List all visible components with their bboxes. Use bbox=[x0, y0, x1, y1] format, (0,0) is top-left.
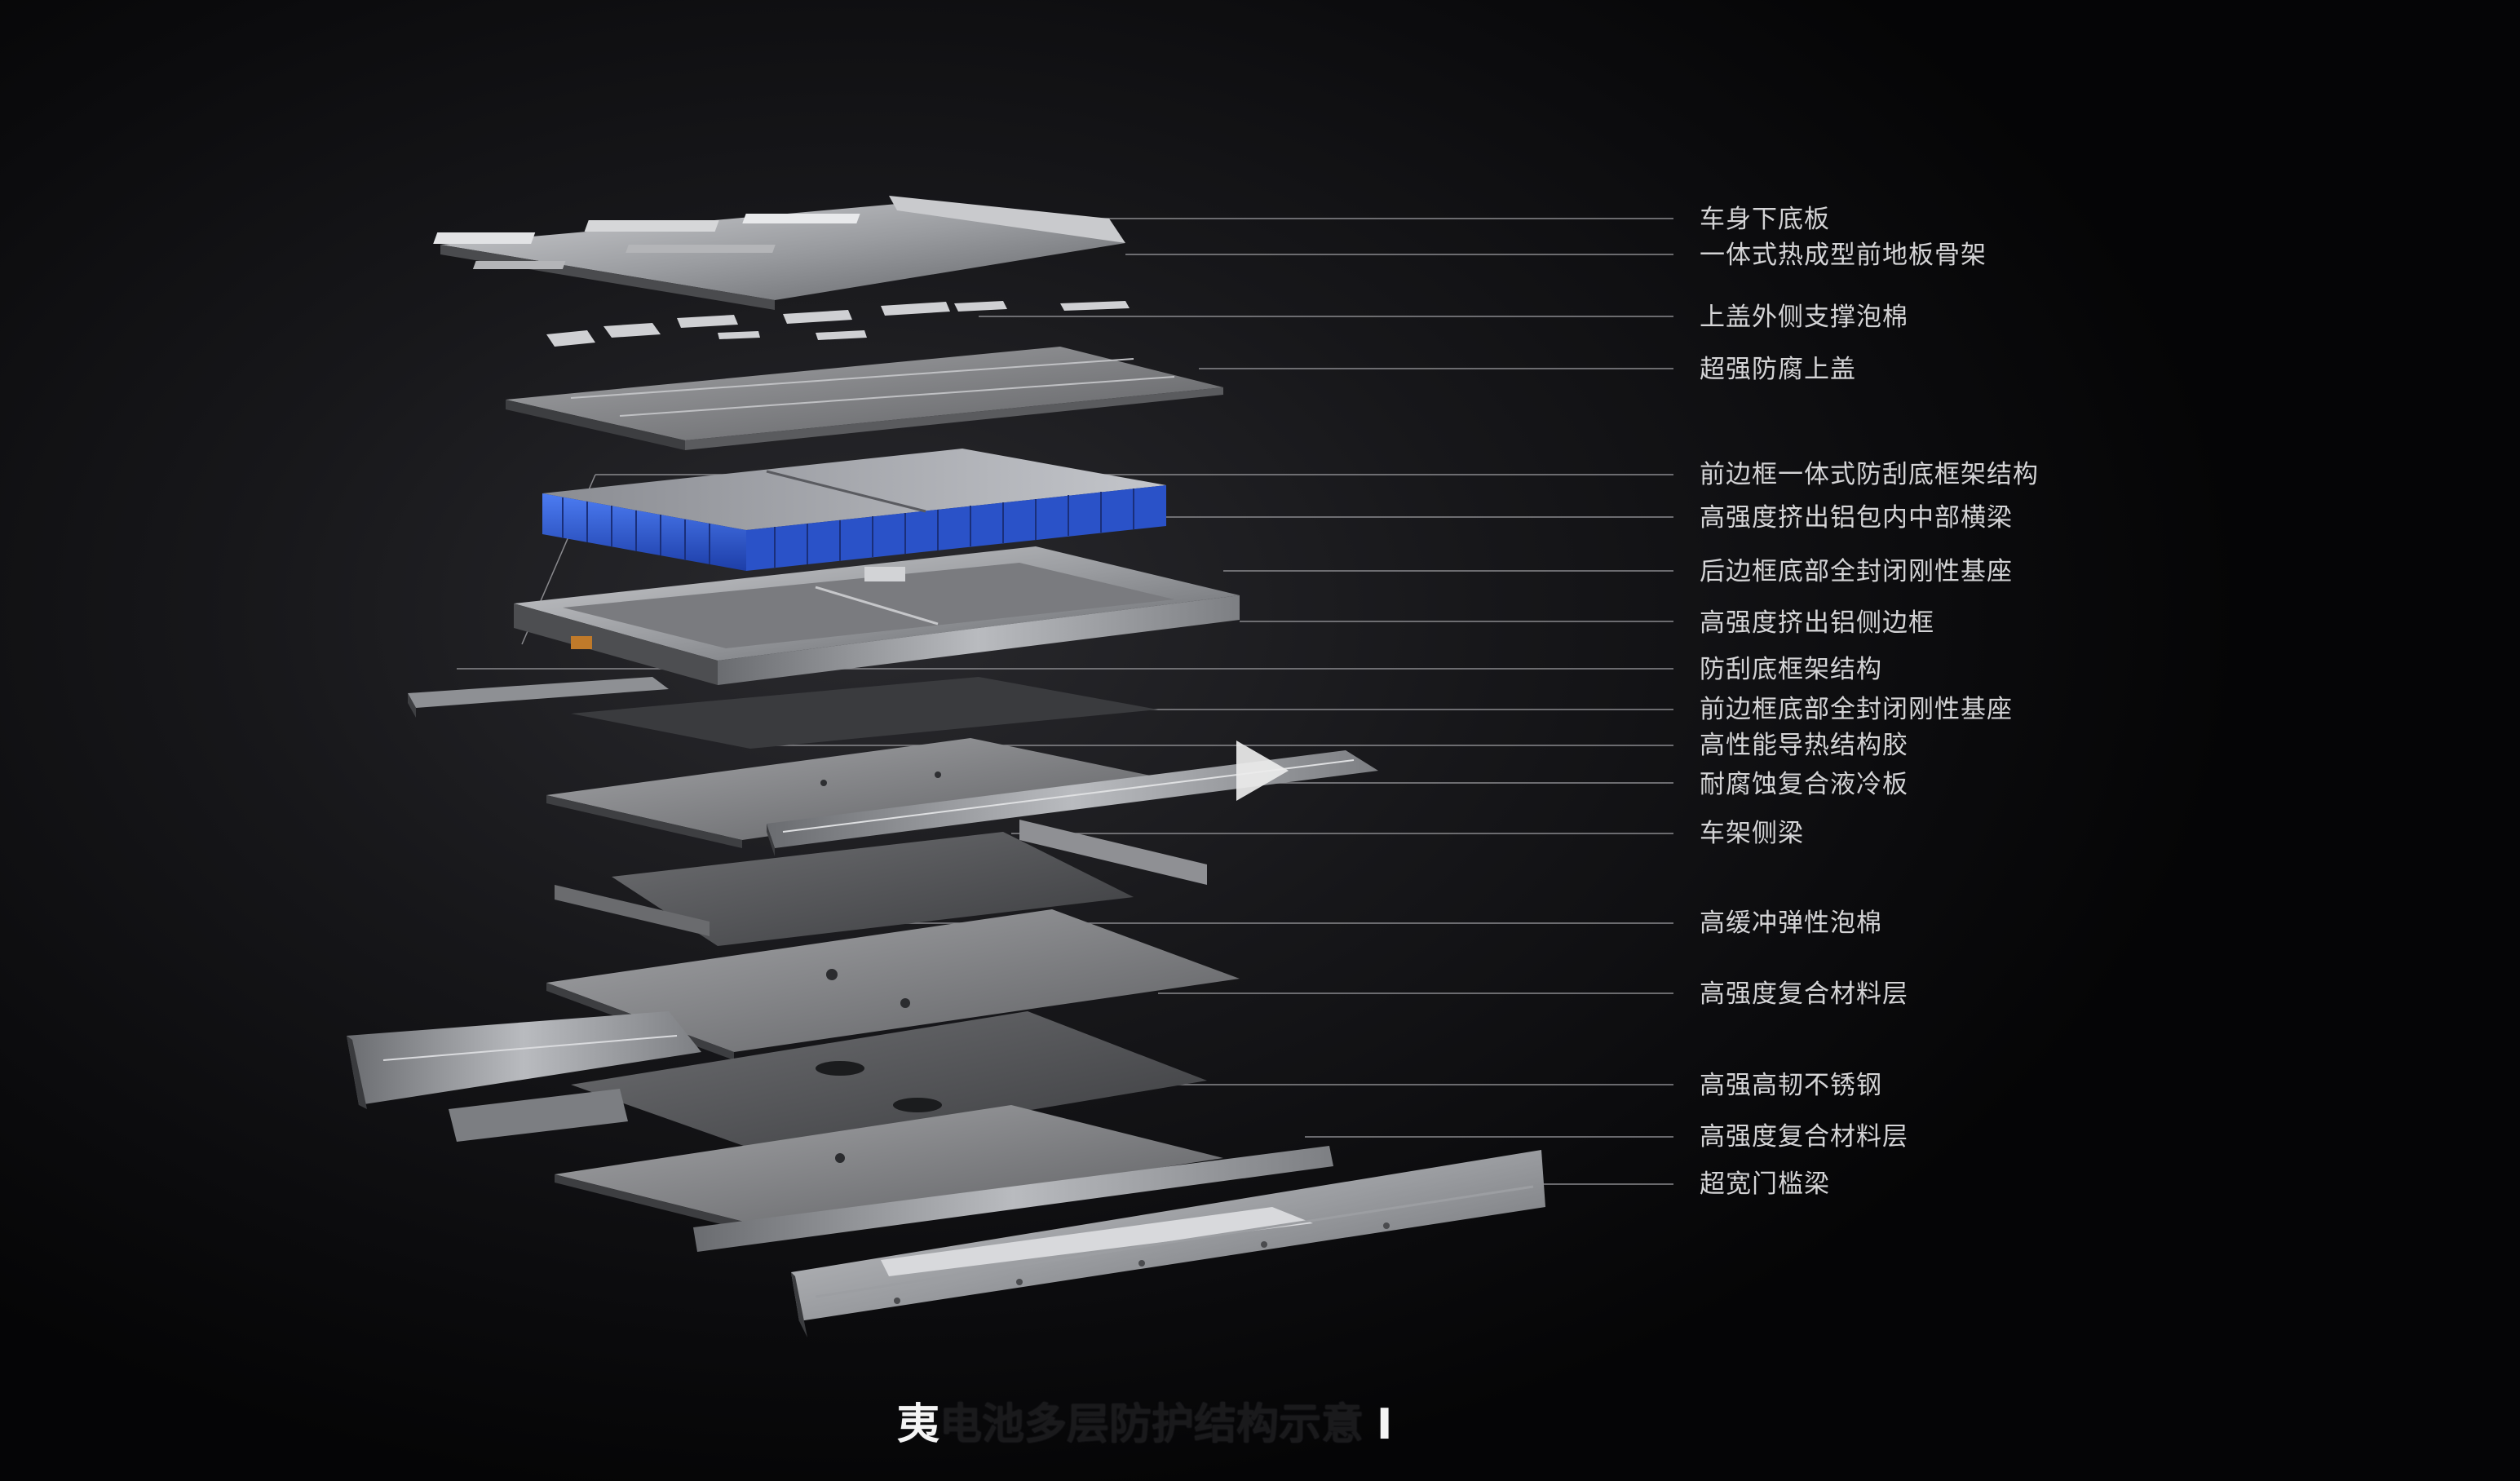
video-subtitle: 夷电池多层防护结构示意 I bbox=[897, 1396, 1631, 1453]
label-stainless-steel: 高强高韧不锈钢 bbox=[1700, 1071, 1882, 1100]
door-sill-beam-part bbox=[791, 1150, 1545, 1337]
thermal-glue-part bbox=[571, 677, 1158, 749]
battery-tray-frame-part bbox=[514, 546, 1240, 685]
foam-pads-part bbox=[546, 301, 1130, 347]
label-cover-support-foam: 上盖外侧支撑泡棉 bbox=[1700, 303, 1908, 332]
label-side-frame: 高强度挤出铝侧边框 bbox=[1700, 608, 1934, 638]
label-door-sill-beam: 超宽门槛梁 bbox=[1700, 1169, 1830, 1199]
front-rail-strip-part bbox=[693, 1146, 1333, 1252]
label-rear-frame-base: 后边框底部全封闭刚性基座 bbox=[1700, 557, 2013, 586]
subtitle-text: 电池多层防护结构示意 bbox=[939, 1400, 1364, 1449]
label-composite-layer-2: 高强度复合材料层 bbox=[1700, 1122, 1908, 1152]
label-front-frame-structure: 前边框一体式防刮底框架结构 bbox=[1700, 460, 2039, 489]
body-underfloor-part bbox=[433, 196, 1125, 310]
label-cooling-plate: 耐腐蚀复合液冷板 bbox=[1700, 770, 1908, 799]
composite-bottom-part bbox=[555, 1105, 1223, 1236]
subtitle-tail-char: I bbox=[1377, 1400, 1393, 1449]
label-anti-scratch-frame: 防刮底框架结构 bbox=[1700, 655, 1882, 684]
label-frame-side-rail: 车架侧梁 bbox=[1700, 819, 1804, 848]
label-mid-crossbeam: 高强度挤出铝包内中部横梁 bbox=[1700, 503, 2013, 533]
label-underbody-panel: 车身下底板 bbox=[1700, 205, 1830, 234]
upper-cover-part bbox=[506, 347, 1223, 450]
label-front-floor-frame: 一体式热成型前地板骨架 bbox=[1700, 241, 1987, 270]
liquid-cooling-plate-part bbox=[546, 738, 1166, 848]
play-icon bbox=[1236, 740, 1289, 801]
play-button[interactable] bbox=[1222, 734, 1295, 807]
label-anticorrosion-cover: 超强防腐上盖 bbox=[1700, 355, 1856, 384]
battery-cells-part bbox=[542, 449, 1166, 571]
anti-scratch-frame-part bbox=[408, 677, 669, 718]
stainless-steel-part bbox=[571, 1011, 1207, 1154]
cushion-foam-part bbox=[555, 820, 1207, 946]
label-composite-layer-1: 高强度复合材料层 bbox=[1700, 979, 1908, 1009]
subtitle-lead-char: 夷 bbox=[897, 1400, 940, 1449]
label-front-frame-base: 前边框底部全封闭刚性基座 bbox=[1700, 695, 2013, 724]
label-cushion-foam: 高缓冲弹性泡棉 bbox=[1700, 908, 1882, 938]
left-side-rail-part bbox=[347, 1011, 701, 1142]
label-thermal-glue: 高性能导热结构胶 bbox=[1700, 731, 1908, 760]
